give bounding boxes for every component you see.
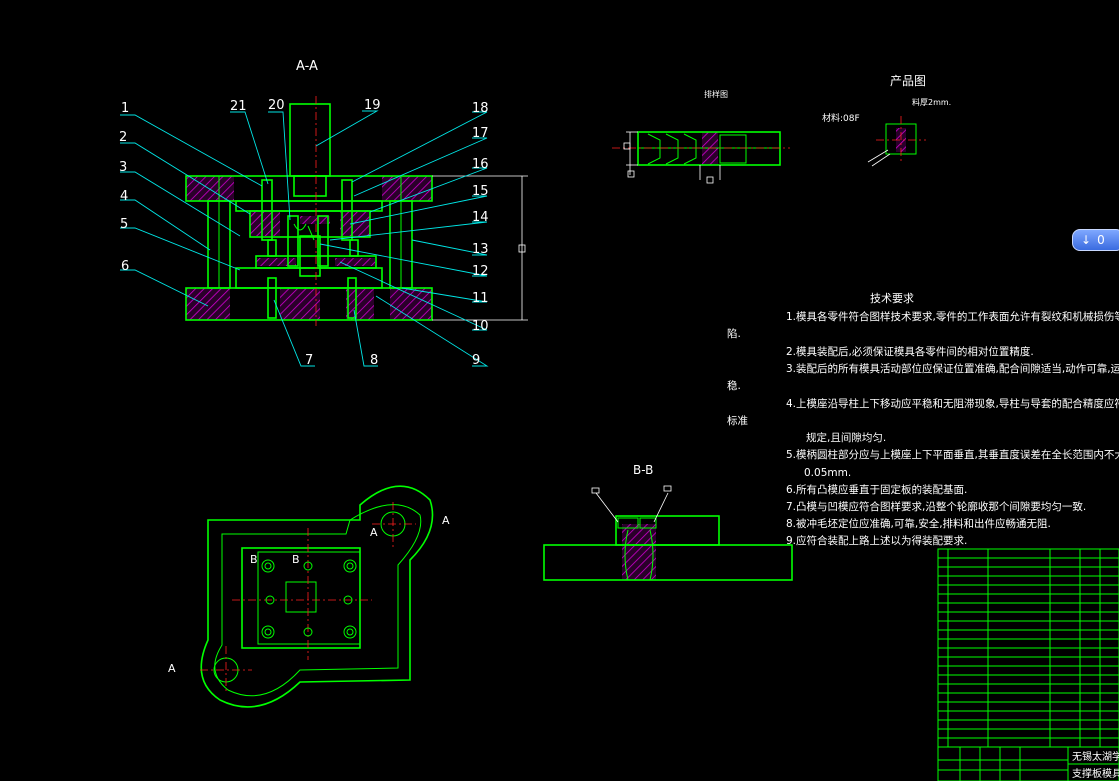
section-aa-title: A-A bbox=[296, 59, 318, 74]
down-arrow-icon: ↓ bbox=[1081, 233, 1092, 247]
strip-small-label: 排样图 bbox=[704, 89, 728, 99]
part-number-10: 10 bbox=[472, 319, 489, 334]
part-number-5: 5 bbox=[120, 217, 128, 232]
plan-view: A A B B A bbox=[168, 485, 450, 708]
part-number-14: 14 bbox=[472, 210, 489, 225]
title-block-school: 无锡太湖学院 bbox=[1072, 750, 1119, 763]
left-fragment-2: 稳. bbox=[727, 379, 741, 392]
part-number-8: 8 bbox=[370, 353, 378, 368]
part-number-4: 4 bbox=[120, 189, 128, 204]
plan-letter-a1: A bbox=[370, 526, 378, 539]
strip-material-label: 料厚2mm. bbox=[912, 97, 951, 107]
plan-letter-a3: A bbox=[168, 662, 176, 675]
part-number-1: 1 bbox=[121, 101, 129, 116]
part-number-7: 7 bbox=[305, 353, 313, 368]
part-number-9: 9 bbox=[472, 353, 480, 368]
part-number-3: 3 bbox=[119, 160, 127, 175]
part-number-15: 15 bbox=[472, 184, 489, 199]
section-bb-view: B-B bbox=[543, 463, 793, 581]
part-number-20: 20 bbox=[268, 98, 285, 113]
technical-requirements: 技术要求 1.模具各零件符合图样技术要求,零件的工作表面允许有裂纹和机械损伤等 … bbox=[727, 292, 1119, 547]
tech-line-2: 2.模具装配后,必须保证模具各零件间的相对位置精度. bbox=[786, 345, 1034, 358]
tech-line-4: 4.上模座沿导柱上下移动应平稳和无阻滞现象,导柱与导套的配合精度应符合 bbox=[786, 397, 1119, 410]
left-fragment-1: 陷. bbox=[727, 327, 741, 340]
part-number-13: 13 bbox=[472, 242, 489, 257]
tech-line-5: 规定,且间隙均匀. bbox=[806, 431, 886, 444]
scroll-down-button[interactable]: ↓ 0 bbox=[1072, 229, 1119, 251]
part-number-19: 19 bbox=[364, 98, 381, 113]
tech-line-6: 5.模柄圆柱部分应与上模座上下平面垂直,其垂直度误差在全长范围内不大于 bbox=[786, 448, 1119, 461]
plan-letter-b2: B bbox=[292, 553, 300, 566]
part-number-12: 12 bbox=[472, 264, 489, 279]
part-number-2: 2 bbox=[119, 130, 127, 145]
section-aa-view: A-A bbox=[119, 59, 528, 368]
tech-title: 技术要求 bbox=[870, 292, 914, 305]
strip-layout-view: 排样图 bbox=[612, 89, 790, 184]
tech-line-11: 9.应符合装配上路上述以为得装配要求. bbox=[786, 534, 967, 547]
part-number-11: 11 bbox=[472, 291, 489, 306]
material-label: 材料:08F bbox=[822, 112, 860, 124]
left-fragment-3: 标准 bbox=[727, 415, 748, 427]
scroll-button-label: 0 bbox=[1097, 233, 1105, 247]
part-number-6: 6 bbox=[121, 259, 129, 274]
tech-line-8: 6.所有凸模应垂直于固定板的装配基面. bbox=[786, 483, 967, 496]
plan-letter-a2: A bbox=[442, 514, 450, 527]
part-number-18: 18 bbox=[472, 101, 489, 116]
tech-line-10: 8.被冲毛坯定位应准确,可靠,安全,排料和出件应畅通无阻. bbox=[786, 517, 1051, 530]
product-title: 产品图 bbox=[890, 74, 926, 88]
part-number-16: 16 bbox=[472, 157, 489, 172]
title-block-drawing-name: 支撑板模具装配图 bbox=[1072, 767, 1119, 780]
tech-line-3: 3.装配后的所有模具活动部位应保证位置准确,配合间隙适当,动作可靠,运动 bbox=[786, 362, 1119, 375]
parts-list-table: 无锡太湖学院 支撑板模具装配图 bbox=[937, 548, 1119, 781]
tech-line-7: 0.05mm. bbox=[804, 467, 851, 479]
tech-line-1: 1.模具各零件符合图样技术要求,零件的工作表面允许有裂纹和机械损伤等 bbox=[786, 310, 1119, 323]
tech-line-9: 7.凸模与凹模应符合图样要求,沿整个轮廓收那个间隙要均匀一致. bbox=[786, 500, 1086, 513]
product-drawing-view: 产品图 料厚2mm. 材料:08F bbox=[822, 74, 951, 167]
part-number-21: 21 bbox=[230, 99, 247, 114]
plan-letter-b1: B bbox=[250, 553, 258, 566]
section-bb-title: B-B bbox=[633, 463, 653, 477]
part-number-17: 17 bbox=[472, 126, 489, 141]
